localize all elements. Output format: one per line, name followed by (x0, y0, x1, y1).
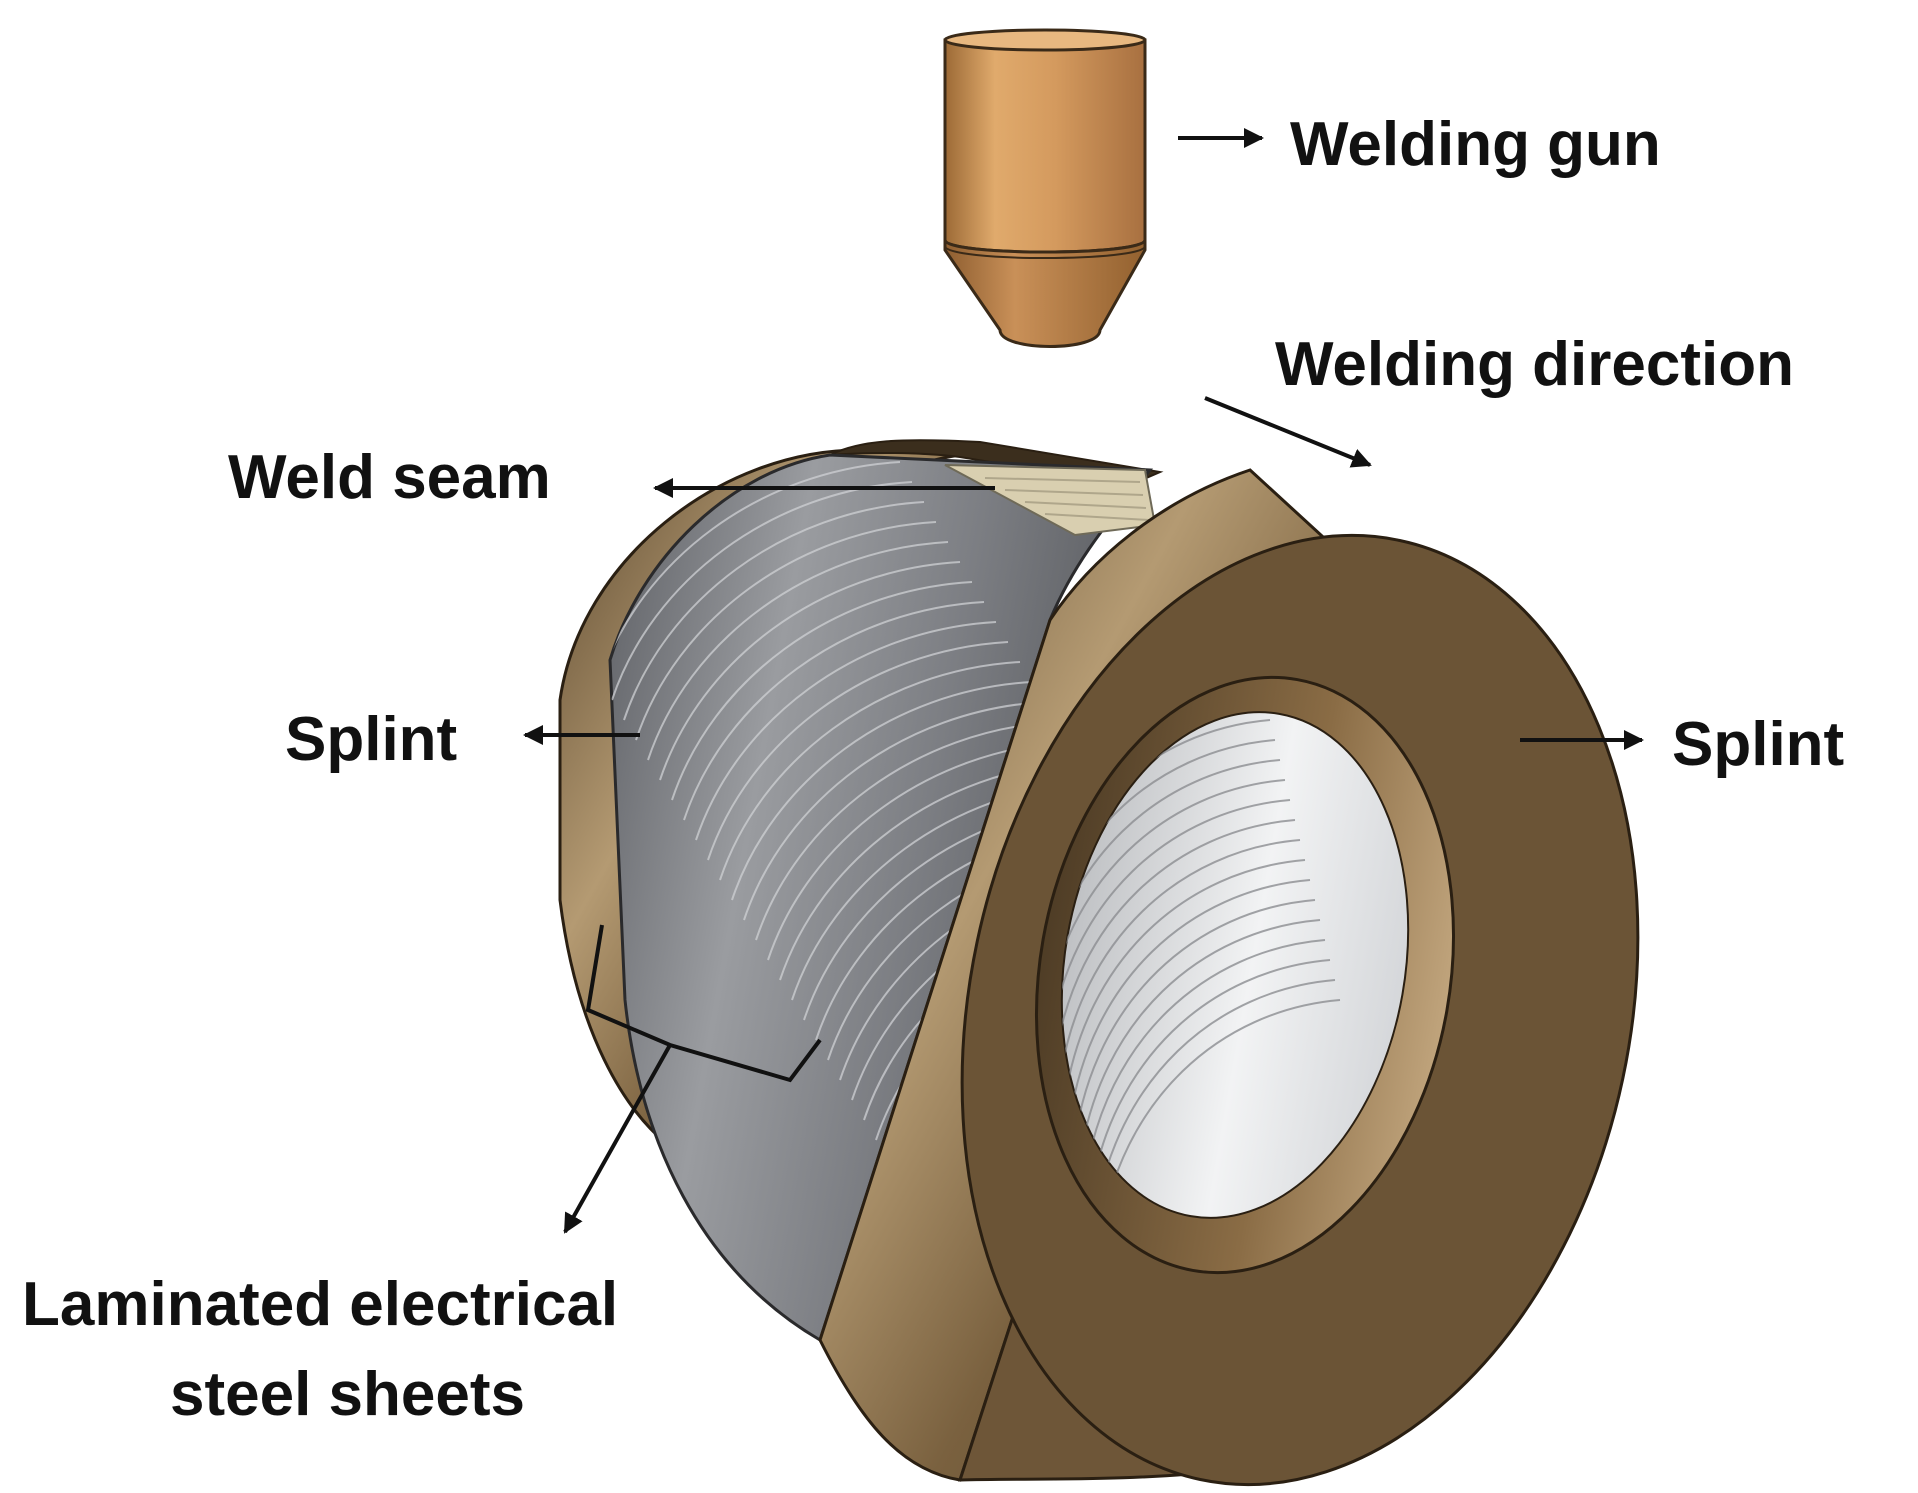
welding-gun-label: Welding gun (1290, 110, 1661, 179)
weld-seam-label: Weld seam (228, 443, 551, 512)
right-splint-shape (818, 468, 1640, 1486)
welding-direction-arrow (1204, 396, 1372, 468)
welding-gun-shape (943, 28, 1147, 348)
splint-right-label: Splint (1672, 710, 1844, 779)
splint-left-label: Splint (285, 705, 457, 774)
laminated-label-line1: Laminated electrical (22, 1270, 618, 1339)
laminated-arrow (563, 1044, 672, 1234)
welding-direction-label: Welding direction (1275, 330, 1794, 399)
laminated-band-shape (608, 453, 1157, 1343)
laminated-label-line2: steel sheets (170, 1360, 525, 1429)
